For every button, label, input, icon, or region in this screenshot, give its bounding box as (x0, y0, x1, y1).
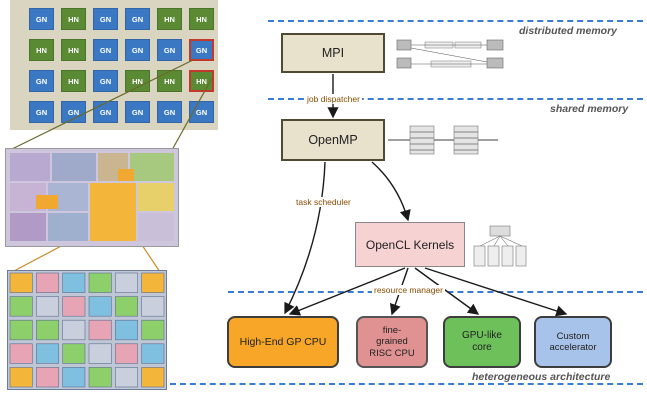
grid-node-gn: GN (125, 8, 150, 30)
grid-node-hn: HN (61, 70, 86, 92)
grid-node-hn: HN (61, 39, 86, 61)
mesh-tile (9, 367, 33, 388)
mesh-tile (36, 319, 59, 341)
mesh-tile (88, 296, 112, 317)
custom-accelerator-box: Custom accelerator (534, 316, 612, 368)
grid-node-gn: GN (61, 101, 86, 123)
mesh-tile (9, 272, 33, 293)
grid-node-gn: GN (29, 8, 54, 30)
mesh-tile (141, 343, 165, 364)
mesh-tile (36, 272, 59, 293)
mesh-tile (115, 272, 138, 293)
grid-node-gn: GN (125, 39, 150, 61)
gpu-like-line-1: GPU-like (461, 330, 502, 341)
job-dispatcher-label: job dispatcher (305, 94, 362, 104)
grid-node-hn: HN (125, 70, 150, 92)
openmp-label: OpenMP (308, 133, 358, 147)
mpi-label: MPI (321, 46, 345, 60)
mesh-tile (88, 343, 112, 364)
mesh-tile (88, 319, 112, 341)
gpu-like-core-box: GPU-like core (443, 316, 521, 368)
opencl-kernels-box: OpenCL Kernels (355, 222, 465, 267)
grid-node-hn: HN (157, 70, 182, 92)
zoom-line-left (9, 59, 194, 151)
high-end-cpu-label: High-End GP CPU (239, 336, 327, 348)
mesh-tile (62, 343, 86, 364)
mesh-tile (88, 272, 112, 293)
grid-node-gn: GN (189, 101, 214, 123)
mesh-tile (141, 367, 165, 388)
opencl-kernels-label: OpenCL Kernels (365, 237, 455, 252)
mesh-tile (115, 296, 138, 317)
heterogeneous-separator (170, 383, 643, 385)
shared-memory-separator (268, 98, 643, 100)
grid-node-gn: GN (157, 39, 182, 61)
distributed-memory-separator (268, 20, 643, 22)
mesh-tile (141, 319, 165, 341)
mesh-tile (141, 272, 165, 293)
distributed-memory-label: distributed memory (519, 25, 618, 37)
arrow-openmp-opencl (371, 161, 411, 222)
task-scheduler-label: task scheduler (294, 197, 353, 207)
accelerator-line-1: Custom (556, 330, 590, 342)
grid-node-hn: HN (157, 8, 182, 30)
mesh-tile (115, 367, 138, 388)
grid-node-gn: GN (29, 101, 54, 123)
grid-node-hn: HN (61, 8, 86, 30)
mesh-tile (62, 272, 86, 293)
fine-grained-line-2: grained (376, 336, 408, 348)
grid-node-hn: HN (189, 8, 214, 30)
mesh-tile (9, 343, 33, 364)
mesh-tile (88, 367, 112, 388)
high-end-cpu-box: High-End GP CPU (227, 316, 339, 368)
mesh-tile (36, 296, 59, 317)
openmp-box: OpenMP (281, 119, 385, 161)
grid-node-hn: HN (29, 39, 54, 61)
fine-grained-line-1: fine- (382, 324, 402, 336)
mpi-message-passing-thumbnail (396, 39, 504, 69)
gpu-like-line-2: core (472, 342, 492, 353)
arrow-opencl-gpu (414, 267, 480, 315)
grid-node-gn: GN (93, 70, 118, 92)
arrow-opencl-highend (288, 267, 406, 316)
mesh-tile (115, 319, 138, 341)
fine-grained-risc-box: fine- grained RISC CPU (356, 316, 428, 368)
grid-node-gn: GN (93, 39, 118, 61)
grid-node-gn: GN (93, 8, 118, 30)
mpi-box: MPI (281, 33, 385, 73)
mesh-tile (36, 343, 59, 364)
grid-node-gn: GN (29, 70, 54, 92)
chip-die-floorplan (6, 149, 178, 246)
fine-grained-line-3: RISC CPU (369, 347, 415, 359)
mesh-tile (141, 296, 165, 317)
accelerator-line-2: accelerator (549, 342, 597, 353)
tile-mesh-image (7, 270, 167, 390)
grid-node-gn: GN (189, 39, 214, 61)
arrow-opencl-accel (424, 267, 568, 317)
mesh-tile (62, 367, 86, 388)
mesh-tile (36, 367, 59, 388)
tile-mesh-grid (9, 272, 165, 388)
chip-die-image (5, 148, 179, 247)
zoom-line-right (171, 77, 213, 151)
heterogeneous-architecture-label: heterogeneous architecture (472, 371, 611, 383)
mesh-tile (115, 343, 138, 364)
mesh-tile (9, 296, 33, 317)
mesh-tile (62, 319, 86, 341)
arrow-openmp-highend (284, 161, 326, 315)
mesh-tile (62, 296, 86, 317)
opencl-workgroup-thumbnail (473, 225, 527, 267)
grid-node-gn: GN (125, 101, 150, 123)
shared-memory-label: shared memory (550, 103, 629, 115)
openmp-fork-join-thumbnail (388, 125, 498, 155)
mesh-tile (9, 319, 33, 341)
resource-manager-label: resource manager (372, 285, 445, 295)
grid-node-gn: GN (157, 101, 182, 123)
